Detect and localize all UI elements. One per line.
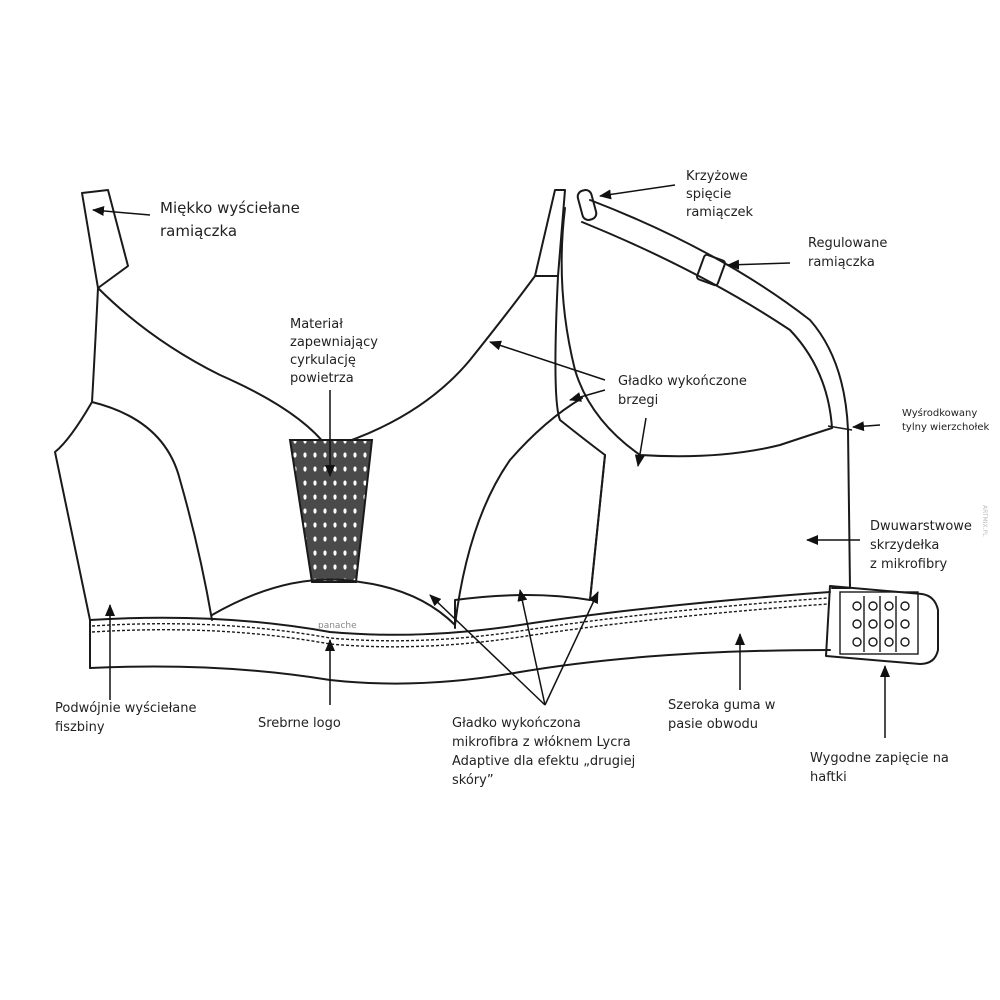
band-stitch-1	[91, 597, 829, 642]
band-stitch-2	[91, 603, 829, 648]
arrow-microfiber-1	[429, 594, 546, 706]
label-straps: Miękko wyściełane ramiączka	[160, 199, 305, 240]
callout-arrows	[92, 184, 890, 738]
arrow-cross-clip	[599, 184, 676, 200]
hook-tab-outer	[825, 585, 939, 665]
back-strap-outer	[589, 199, 849, 431]
hook-rows	[852, 601, 910, 647]
label-cross-clip: Krzyżowe spięcie ramiączek	[686, 169, 754, 220]
left-side-seam	[91, 401, 213, 621]
arrow-straps	[92, 205, 151, 216]
label-wings: Dwuwarstwowe skrzydełka z mikrofibry	[870, 519, 976, 572]
arrow-slider	[727, 259, 791, 270]
arrow-apex	[852, 421, 881, 432]
strap-slider	[696, 253, 726, 287]
label-smooth-edges: Gładko wykończone brzegi	[618, 374, 751, 408]
bra-back	[560, 189, 853, 601]
watermark: ARTMIX.PL	[981, 505, 988, 537]
label-wide-band: Szeroka guma w pasie obwodu	[668, 698, 780, 732]
right-strap	[534, 189, 566, 277]
callout-labels: Miękko wyściełane ramiączka Materiał zap…	[55, 169, 989, 788]
mesh-panel	[288, 439, 374, 583]
label-hooks: Wygodne zapięcie na haftki	[810, 751, 953, 785]
garment-logo: panache	[318, 621, 357, 631]
left-strap	[81, 189, 129, 289]
back-cup-edge	[560, 207, 833, 458]
band-bottom	[89, 649, 831, 685]
arrow-edges-lower	[634, 417, 647, 467]
arrow-microfiber-2	[517, 589, 546, 706]
label-underwire: Podwójnie wyściełane fiszbiny	[55, 701, 201, 735]
arrow-microfiber-3	[544, 591, 599, 706]
underbust-seam	[211, 578, 456, 626]
back-strap-inner	[581, 221, 833, 429]
label-centered-back: Wyśrodkowany tylny wierzchołek	[902, 407, 989, 433]
cross-clip	[576, 189, 598, 221]
arrow-edges-front	[489, 340, 606, 381]
band-top	[89, 591, 831, 636]
bra-front	[54, 189, 606, 629]
right-cup-seam	[454, 397, 583, 626]
underband: panache	[89, 591, 831, 685]
label-breathable: Materiał zapewniający cyrkulację powietr…	[290, 317, 382, 386]
label-microfiber: Gładko wykończona mikrofibra z włóknem L…	[452, 716, 639, 788]
hook-plate	[839, 591, 919, 655]
label-silver-logo: Srebrne logo	[258, 716, 341, 731]
hook-closure	[825, 585, 939, 665]
arrow-edges-back	[569, 389, 606, 402]
label-adjustable: Regulowane ramiączka	[808, 236, 891, 270]
